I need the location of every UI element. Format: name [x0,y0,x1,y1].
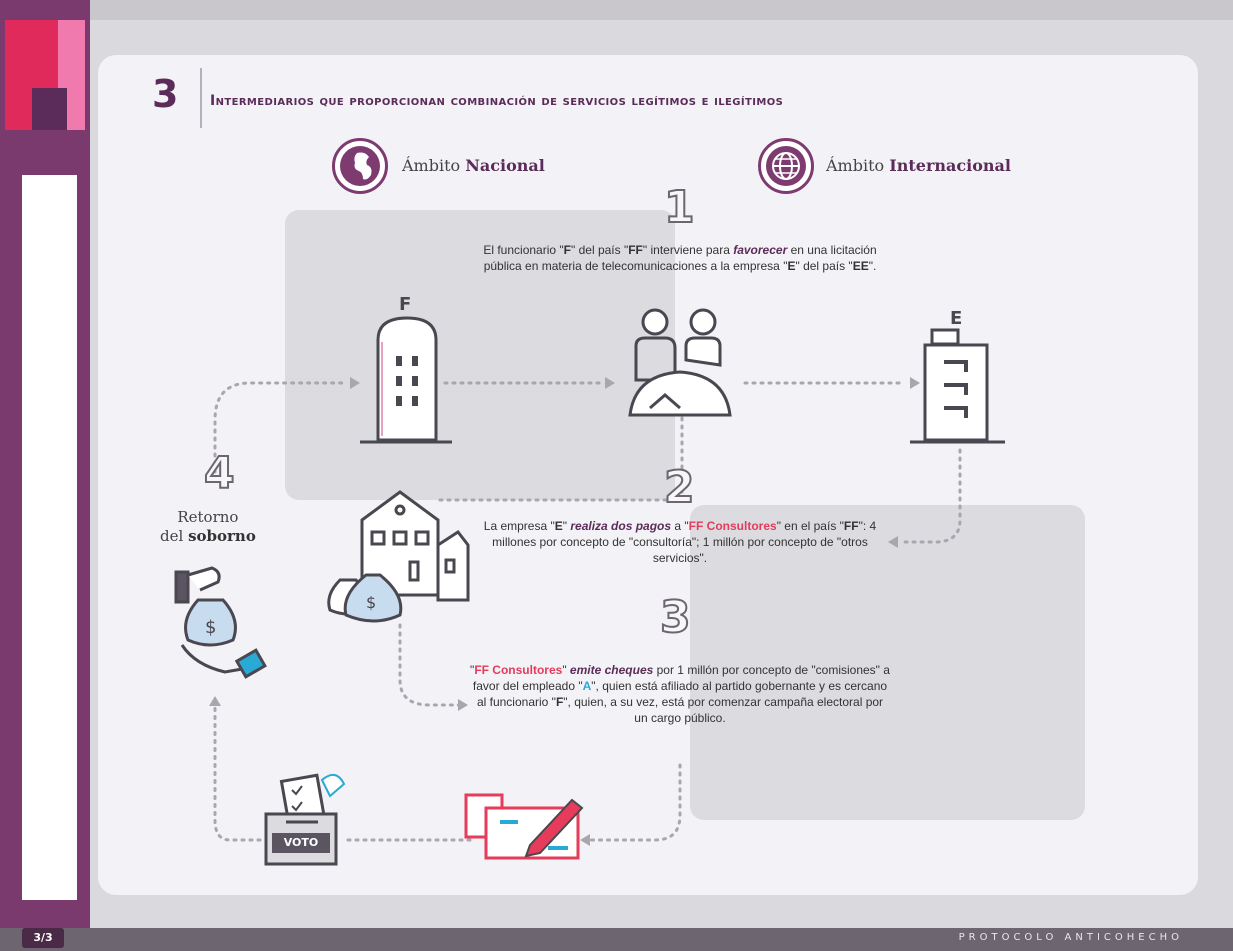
connector-vote-to-4 [213,698,270,842]
step-3-description: "FF Consultores" emite cheques por 1 mil… [470,663,890,725]
ballot-label: VOTO [272,833,330,853]
check-pen-icon [464,793,584,860]
step-2-description: La empresa "E" realiza dos pagos a "FF C… [483,519,877,565]
top-bar [0,0,1233,20]
handshake-people-icon [628,308,732,417]
globe-americas-icon [332,138,388,194]
connector-step3-to-check [588,763,682,842]
connector-house-to-step3 [398,623,462,707]
node-e-label: E [950,308,963,329]
left-strip [0,0,90,951]
strip-purple-block [32,88,67,130]
step-3-number: 3 [659,591,692,644]
step-1-description: El funcionario "F" del país "FF" intervi… [483,243,877,273]
svg-text:$: $ [366,593,376,612]
connector-e-to-step2 [898,448,962,544]
section-title: Intermediarios que proporcionan combinac… [210,93,784,109]
globe-grid-icon [758,138,814,194]
step-1-number: 1 [663,181,696,234]
ambit-international: Ámbito Internacional [826,156,1011,175]
tower-building-icon [360,316,452,444]
section-divider [200,68,202,128]
strip-white-panel [22,175,77,900]
footer-brand: PROTOCOLO ANTICOHECHO [958,932,1183,943]
step-4-number: 4 [203,447,236,500]
consulting-house-icon [360,490,470,602]
section-number: 3 [152,72,179,116]
connector-4-to-f [213,381,347,482]
node-f-label: F [399,294,412,315]
money-bags-icon: $ [327,573,403,623]
svg-text:$: $ [205,617,216,638]
highlight-panel-top [285,210,675,500]
ambit-national: Ámbito Nacional [402,156,545,175]
money-hand-icon: $ [174,566,267,679]
step-4-label: Retorno del soborno [160,508,256,545]
highlight-panel-bottom [690,505,1085,820]
step-2-number: 2 [663,461,696,514]
page-number: 3/3 [22,928,64,948]
office-building-icon [910,328,1005,444]
bottom-bar [0,928,1233,951]
